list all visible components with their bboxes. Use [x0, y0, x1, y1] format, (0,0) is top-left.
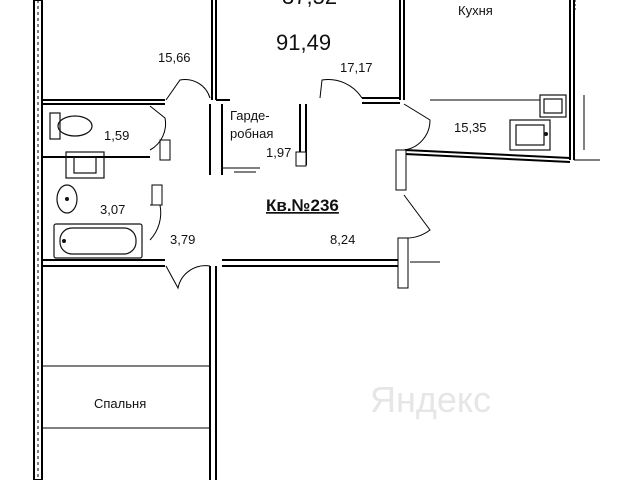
apartment-number: Кв.№236	[266, 196, 339, 215]
area-hall-small: 3,79	[170, 232, 195, 247]
sink-fixture	[56, 184, 78, 214]
interior-walls	[42, 0, 600, 480]
kitchen-label: Кухня	[458, 3, 493, 18]
bedroom-label: Спальня	[94, 396, 146, 411]
outer-wall-left	[33, 0, 43, 480]
wardrobe-label-line2: робная	[230, 126, 273, 141]
area-kitchen: 15,35	[454, 120, 487, 135]
stove-fixture	[509, 119, 551, 151]
area-upper-left: 15,66	[158, 50, 191, 65]
washer-fixture	[65, 151, 105, 179]
total-area: 91,49	[276, 30, 331, 55]
door-swings	[149, 79, 431, 290]
area-hall: 8,24	[330, 232, 355, 247]
watermark: Яндекс	[370, 379, 491, 420]
area-bathroom: 3,07	[100, 202, 125, 217]
kitchen-sink-fixture	[539, 94, 567, 118]
area-wardrobe: 1,97	[266, 145, 291, 160]
bathtub-fixture	[53, 223, 143, 259]
wardrobe-label-line1: Гарде-	[230, 108, 270, 123]
area-toilet: 1,59	[104, 128, 129, 143]
area-corridor-top: 17,17	[340, 60, 373, 75]
toilet-fixture	[49, 112, 93, 140]
total-area-partial: 37,52	[282, 0, 337, 9]
